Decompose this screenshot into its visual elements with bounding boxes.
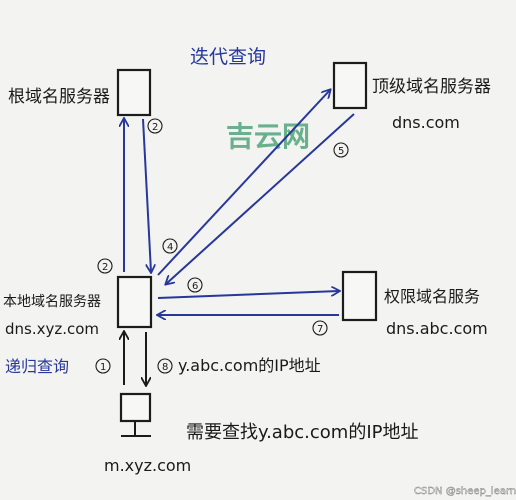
arrow-step5-tld-to-local <box>166 113 355 284</box>
tld-server-domain: dns.com <box>392 113 460 132</box>
step-marker-6: 6 <box>187 277 203 293</box>
local-server-label: 本地域名服务器 <box>3 294 101 310</box>
root-server-label: 根域名服务器 <box>8 87 110 107</box>
svg-text:6: 6 <box>192 281 198 292</box>
local-server-box <box>116 275 153 329</box>
step-marker-1: 1 <box>95 358 111 374</box>
auth-server-domain: dns.abc.com <box>386 319 488 338</box>
auth-server-box <box>341 270 378 322</box>
step-marker-7: 7 <box>312 320 328 336</box>
svg-text:8: 8 <box>162 362 168 373</box>
step-marker-5: 5 <box>333 142 349 158</box>
svg-text:2: 2 <box>102 262 108 273</box>
diagram-title: 迭代查询 <box>190 46 266 68</box>
arrow-step4-local-to-tld <box>157 90 330 276</box>
tld-server-box <box>332 61 368 110</box>
query-request-text: 需要查找y.abc.com的IP地址 <box>186 422 419 443</box>
svg-text:1: 1 <box>100 362 106 373</box>
svg-text:2: 2 <box>152 122 158 133</box>
svg-text:4: 4 <box>167 242 173 253</box>
step-marker-4: 4 <box>162 238 178 254</box>
host-computer-icon <box>119 392 152 437</box>
arrow-step3-root-to-local <box>142 118 151 272</box>
svg-text:7: 7 <box>317 324 323 335</box>
step-marker-2-left: 2 <box>97 258 113 274</box>
step-marker-2-top: 2 <box>147 118 163 134</box>
arrow-step6-local-to-auth <box>157 291 339 299</box>
local-server-domain: dns.xyz.com <box>5 320 99 338</box>
root-server-box <box>116 68 152 117</box>
host-domain: m.xyz.com <box>104 456 191 475</box>
step8-answer-text: y.abc.com的IP地址 <box>178 356 321 375</box>
credit-text: CSDN @sheep_learning <box>414 486 516 497</box>
tld-server-label: 顶级域名服务器 <box>372 77 491 97</box>
auth-server-label: 权限域名服务 <box>384 287 480 306</box>
svg-text:5: 5 <box>338 146 344 157</box>
step-marker-8: 8 <box>157 358 173 374</box>
recursive-query-label: 递归查询 <box>5 357 69 376</box>
